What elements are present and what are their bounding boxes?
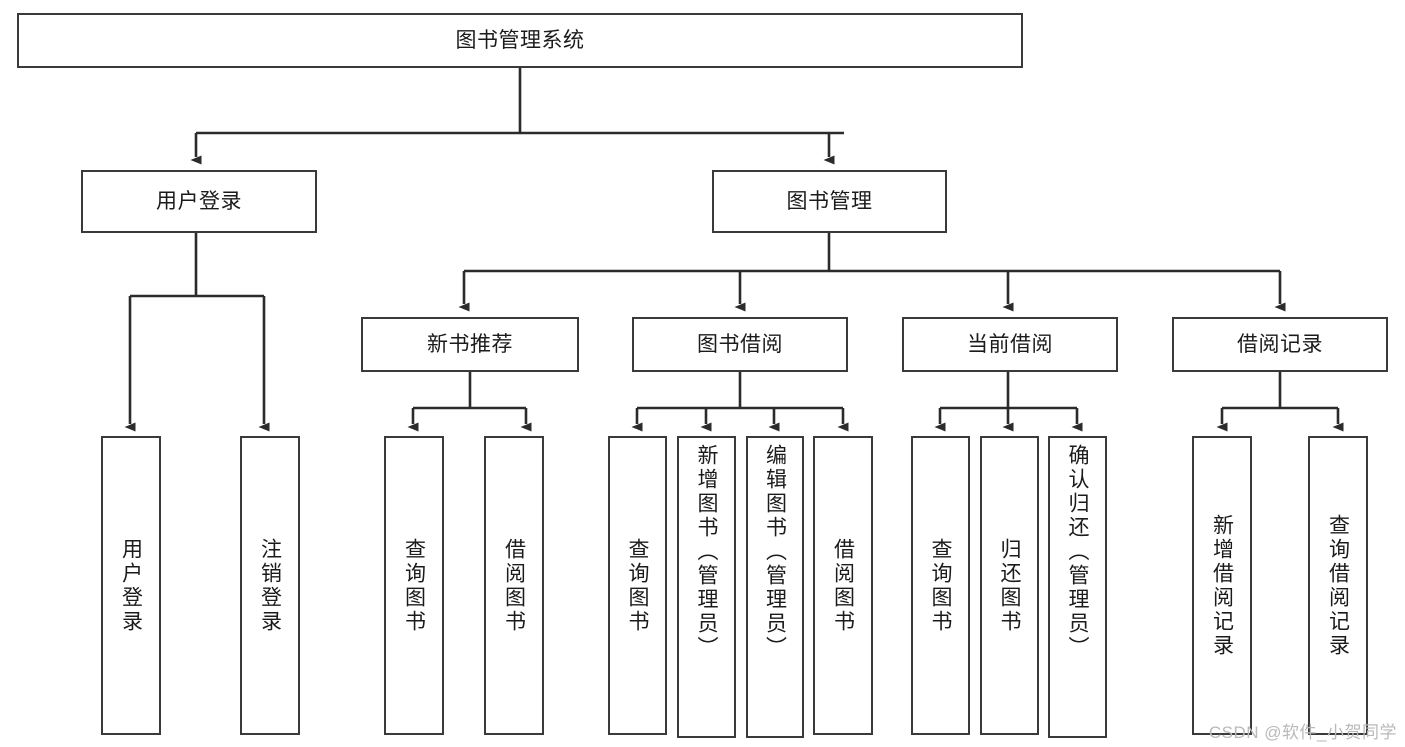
leaf-query-record[interactable]: 查询借阅记录 <box>1308 436 1368 735</box>
leaf-borrow-book-2[interactable]: 借阅图书 <box>813 436 873 735</box>
node-book-manage-label: 图书管理 <box>786 189 873 213</box>
node-book-borrow[interactable]: 图书借阅 <box>632 317 848 372</box>
leaf-return-book[interactable]: 归还图书 <box>980 436 1039 735</box>
leaf-add-record-label: 新增借阅记录 <box>1210 513 1234 658</box>
node-root-label: 图书管理系统 <box>455 28 585 52</box>
leaf-logout[interactable]: 注销登录 <box>240 436 300 735</box>
node-root[interactable]: 图书管理系统 <box>17 13 1023 68</box>
csdn-watermark: CSDN @软件_小贺同学 <box>1208 723 1397 742</box>
leaf-query-book-3-label: 查询图书 <box>929 537 952 634</box>
node-current-borrow-label: 当前借阅 <box>967 332 1053 356</box>
leaf-query-book-3[interactable]: 查询图书 <box>911 436 970 735</box>
node-borrow-record-label: 借阅记录 <box>1237 332 1323 356</box>
node-user-login[interactable]: 用户登录 <box>81 170 317 233</box>
leaf-return-book-label: 归还图书 <box>998 537 1021 634</box>
leaf-query-book-1[interactable]: 查询图书 <box>384 436 444 735</box>
node-book-manage[interactable]: 图书管理 <box>712 170 947 233</box>
leaf-query-book-2[interactable]: 查询图书 <box>608 436 667 735</box>
leaf-user-login-label: 用户登录 <box>119 537 143 634</box>
node-current-borrow[interactable]: 当前借阅 <box>902 317 1118 372</box>
leaf-borrow-book-1-label: 借阅图书 <box>502 537 526 634</box>
leaf-add-book[interactable]: 新增图书（管理员） <box>677 436 736 738</box>
leaf-logout-label: 注销登录 <box>258 537 282 634</box>
leaf-add-record[interactable]: 新增借阅记录 <box>1192 436 1252 735</box>
leaf-confirm-return-label: 确认归还（管理员） <box>1066 444 1089 660</box>
leaf-user-login[interactable]: 用户登录 <box>101 436 161 735</box>
node-new-book-recommend-label: 新书推荐 <box>427 332 513 356</box>
node-new-book-recommend[interactable]: 新书推荐 <box>361 317 579 372</box>
leaf-borrow-book-2-label: 借阅图书 <box>831 537 855 634</box>
leaf-confirm-return[interactable]: 确认归还（管理员） <box>1048 436 1107 738</box>
node-borrow-record[interactable]: 借阅记录 <box>1172 317 1388 372</box>
leaf-borrow-book-1[interactable]: 借阅图书 <box>484 436 544 735</box>
leaf-edit-book[interactable]: 编辑图书（管理员） <box>746 436 804 738</box>
leaf-add-book-label: 新增图书（管理员） <box>695 444 718 660</box>
leaf-query-book-2-label: 查询图书 <box>626 537 649 634</box>
node-book-borrow-label: 图书借阅 <box>697 332 783 356</box>
node-user-login-label: 用户登录 <box>156 189 242 213</box>
leaf-query-book-1-label: 查询图书 <box>402 537 426 634</box>
leaf-query-record-label: 查询借阅记录 <box>1326 513 1350 658</box>
leaf-edit-book-label: 编辑图书（管理员） <box>763 444 787 660</box>
